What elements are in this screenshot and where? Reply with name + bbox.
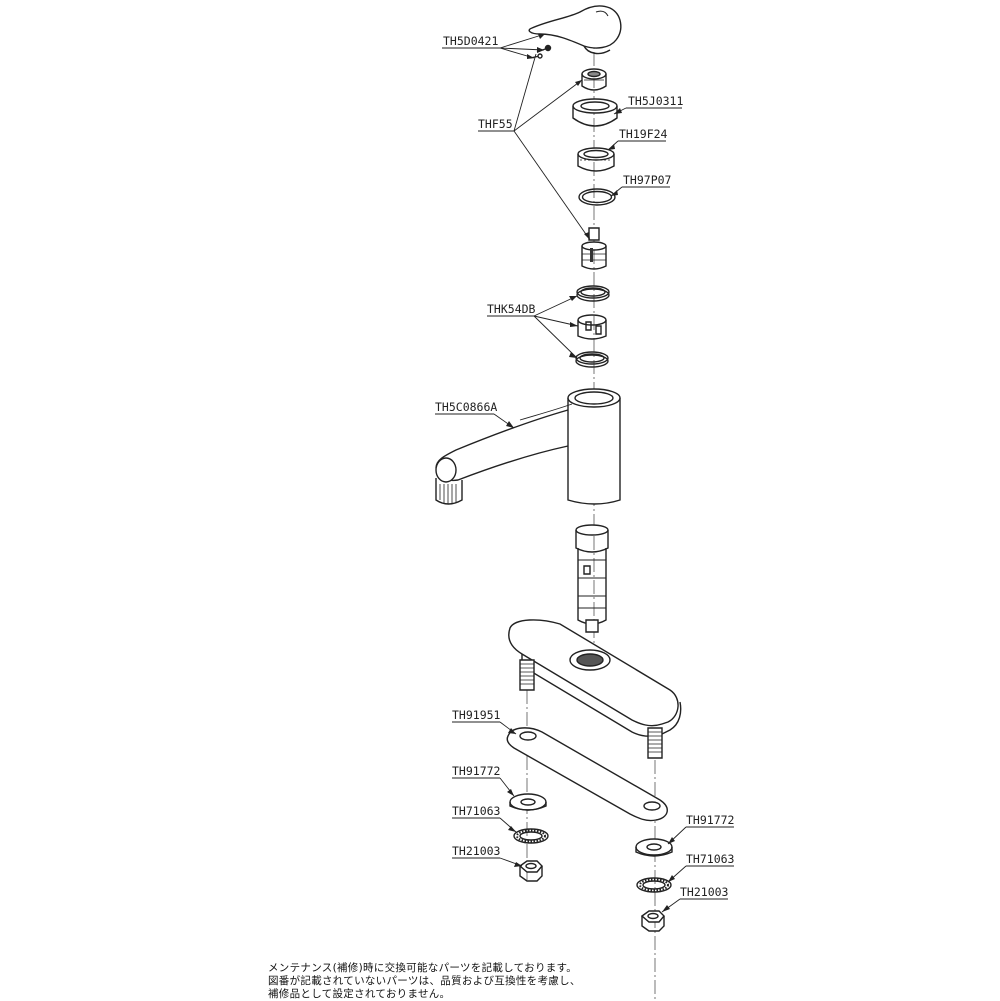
gasket	[507, 728, 667, 821]
packing-spacer	[578, 315, 606, 339]
set-screw	[530, 44, 552, 59]
label-hex-nut-right: TH21003	[680, 885, 729, 899]
label-spout: TH5C0866A	[435, 400, 497, 414]
label-spring-washer-left: TH71063	[452, 804, 501, 818]
washer-right	[636, 839, 672, 856]
note-line-3: 補修品として設定されておりません。	[268, 988, 451, 1000]
leader-arrowheads	[506, 34, 675, 912]
lower-shaft	[576, 525, 608, 632]
packing-ring-top	[577, 286, 609, 301]
cartridge	[582, 228, 606, 269]
washer-left	[510, 794, 546, 810]
part-labels: TH5D0421 TH5J0311 THF55 TH19F24 TH97P07 …	[435, 34, 735, 899]
stud-left	[520, 660, 534, 690]
label-spring-washer-right: TH71063	[686, 852, 735, 866]
leader-lines	[435, 33, 734, 913]
spout-body	[436, 389, 620, 504]
label-packing-set: THK54DB	[487, 302, 536, 316]
hex-nut-right	[642, 911, 664, 931]
nut-ring	[578, 148, 614, 171]
handle-lever	[529, 6, 621, 54]
label-handle: TH5D0421	[443, 34, 498, 48]
o-ring	[579, 189, 615, 205]
stud-right	[648, 728, 662, 758]
label-gasket: TH91951	[452, 708, 501, 722]
note-line-1: メンテナンス(補修)時に交換可能なパーツを記載しております。	[268, 962, 578, 974]
label-washer-left: TH91772	[452, 764, 500, 778]
label-washer-right: TH91772	[686, 813, 734, 827]
label-hex-nut-left: TH21003	[452, 844, 501, 858]
label-cap-ring: TH5J0311	[628, 94, 683, 108]
spring-washer-right	[637, 878, 671, 892]
label-thf: THF55	[478, 117, 513, 131]
packing-ring-bottom	[576, 352, 608, 367]
note-line-2: 図番が記載されていないパーツは、品質および互換性を考慮し、	[268, 975, 581, 987]
small-cap	[582, 69, 606, 90]
label-o-ring: TH97P07	[623, 173, 672, 187]
hex-nut-left	[520, 861, 542, 881]
spring-washer-left	[514, 829, 548, 843]
label-nut-ring: TH19F24	[619, 127, 668, 141]
cap-ring	[573, 99, 617, 126]
maintenance-note: メンテナンス(補修)時に交換可能なパーツを記載しております。 図番が記載されてい…	[268, 962, 581, 1001]
